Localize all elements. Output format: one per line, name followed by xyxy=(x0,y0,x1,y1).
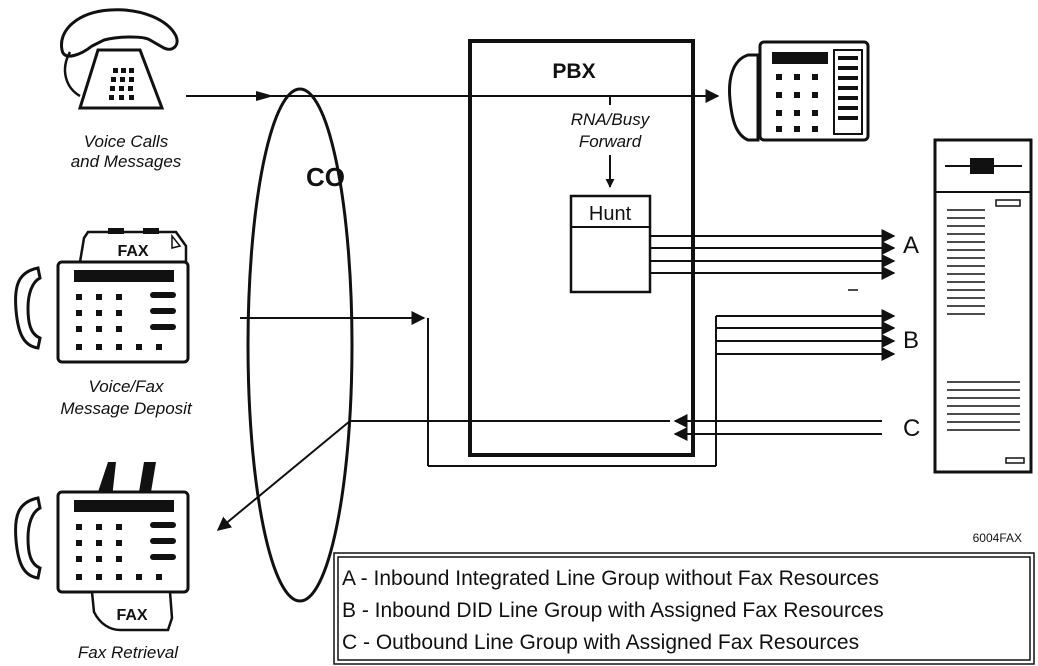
rna-busy-label-1: RNA/Busy xyxy=(571,110,651,129)
legend-item-a: A - Inbound Integrated Line Group withou… xyxy=(342,567,879,590)
fax-deposit-icon xyxy=(14,228,190,364)
voice-telephone-icon xyxy=(60,8,179,110)
hunt-label: Hunt xyxy=(589,203,632,225)
co-label: CO xyxy=(306,162,345,192)
voice-mail-server-icon xyxy=(933,138,1033,474)
group-a-label: A xyxy=(903,232,919,259)
co-central-office xyxy=(246,87,354,603)
legend-item-c: C - Outbound Line Group with Assigned Fa… xyxy=(342,631,859,654)
pbx-label: PBX xyxy=(552,60,595,83)
rna-busy-label-2: Forward xyxy=(579,132,642,151)
voice-call-mid-arrow xyxy=(256,91,274,101)
fax-retrieval-caption: Fax Retrieval xyxy=(78,643,179,662)
voice-calls-label-1: Voice Calls xyxy=(84,132,169,151)
deposit-label-2: Message Deposit xyxy=(60,399,193,418)
fax-deposit-label: FAX xyxy=(117,243,148,260)
fax-retrieval-label: FAX xyxy=(116,607,147,624)
line-group-a xyxy=(650,229,896,280)
figure-code: 6004FAX xyxy=(973,531,1022,545)
line-group-b xyxy=(240,309,896,467)
legend-box: A - Inbound Integrated Line Group withou… xyxy=(333,552,1035,665)
group-c-label: C xyxy=(903,415,920,442)
desk-phone-icon xyxy=(728,40,870,142)
fax-retrieval-icon xyxy=(14,462,190,632)
voice-calls-label-2: and Messages xyxy=(71,152,182,171)
legend-item-b: B - Inbound DID Line Group with Assigned… xyxy=(342,599,884,622)
hunt-group-box xyxy=(569,194,652,294)
line-group-c xyxy=(216,414,882,531)
deposit-label-1: Voice/Fax xyxy=(89,377,164,396)
group-b-label: B xyxy=(903,327,919,354)
